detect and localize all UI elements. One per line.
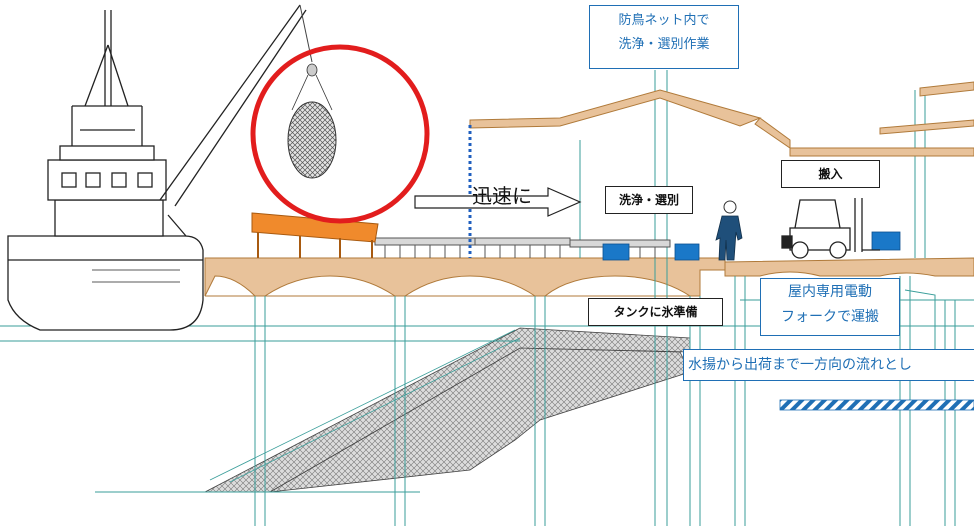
roof bbox=[469, 81, 974, 157]
blue-crates bbox=[602, 231, 901, 261]
net-work-label-line-2: 洗浄・選別作業 bbox=[618, 37, 710, 52]
carry-in-label: 搬入 bbox=[781, 160, 880, 188]
indoor-forklift-label-line-2: フォークで運搬 bbox=[781, 309, 879, 325]
embankment bbox=[95, 327, 691, 493]
net-bag bbox=[287, 4, 337, 179]
speedy-label: 迅速に bbox=[472, 184, 532, 208]
net-work-label-line-1: 防鳥ネット内で bbox=[618, 13, 710, 28]
indoor-forklift-label-line-1: 屋内専用電動 bbox=[788, 284, 872, 300]
worker-figure bbox=[715, 200, 743, 261]
tank-ice-label: タンクに氷準備 bbox=[588, 298, 723, 326]
flow-arrow bbox=[414, 187, 582, 217]
net-work-label: 防鳥ネット内で 洗浄・選別作業 bbox=[589, 5, 739, 69]
highlight-circle bbox=[250, 44, 430, 224]
pier-deck bbox=[204, 257, 974, 297]
indoor-forklift-label: 屋内専用電動 フォークで運搬 bbox=[760, 278, 900, 336]
ship bbox=[7, 4, 307, 331]
one-way-flow-label: 水揚から出荷まで一方向の流れとし bbox=[683, 349, 974, 381]
hatched-beam bbox=[779, 399, 974, 411]
wash-sort-label: 洗浄・選別 bbox=[605, 186, 693, 214]
piles bbox=[254, 70, 926, 526]
sorting-tables bbox=[374, 237, 671, 258]
forklift bbox=[781, 198, 880, 259]
